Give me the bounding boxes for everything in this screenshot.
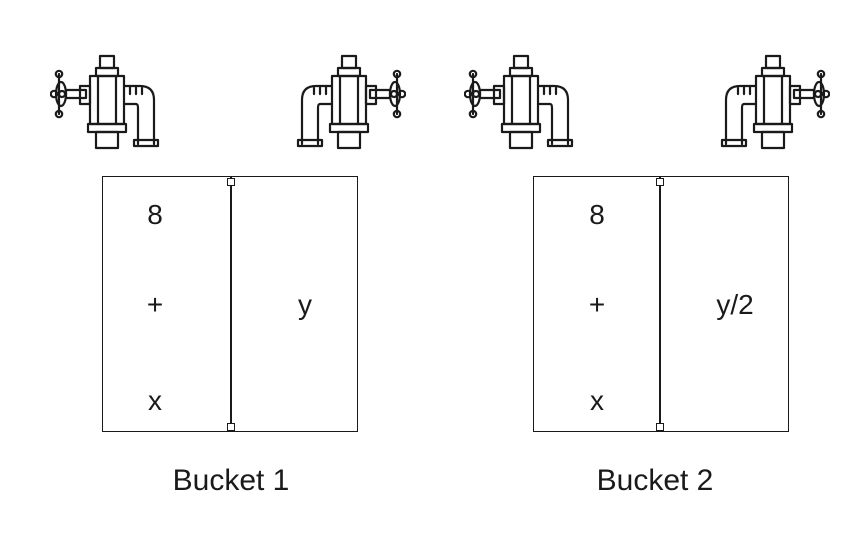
partition-divider[interactable] [230, 177, 232, 431]
right-compartment-value: y [298, 289, 312, 320]
bucket-label: Bucket 1 [172, 464, 290, 497]
left-compartment-top-value: 8 [147, 199, 163, 230]
bucket-1: 8 + x y Bucket 1 [0, 0, 430, 497]
left-compartment-bottom-value: x [148, 385, 162, 416]
left-compartment-operator: + [146, 289, 164, 320]
faucet-valve-icon [291, 50, 406, 154]
left-compartment-top-value: 8 [589, 199, 605, 230]
bucket-container: 8 + x y/2 [533, 176, 789, 432]
faucet-valve-icon [464, 50, 579, 154]
faucet-valve-icon [50, 50, 165, 154]
bucket-container: 8 + x y [102, 176, 358, 432]
divider-handle-bottom[interactable] [656, 423, 664, 431]
divider-handle-top[interactable] [656, 178, 664, 186]
left-compartment-operator: + [588, 289, 606, 320]
partition-divider[interactable] [659, 177, 661, 431]
divider-handle-bottom[interactable] [227, 423, 235, 431]
faucet-valve-icon [715, 50, 830, 154]
divider-handle-top[interactable] [227, 178, 235, 186]
right-compartment-value: y/2 [716, 289, 754, 320]
bucket-2: 8 + x y/2 Bucket 2 [430, 0, 860, 560]
left-compartment-bottom-value: x [590, 385, 604, 416]
bucket-label: Bucket 2 [596, 464, 714, 497]
